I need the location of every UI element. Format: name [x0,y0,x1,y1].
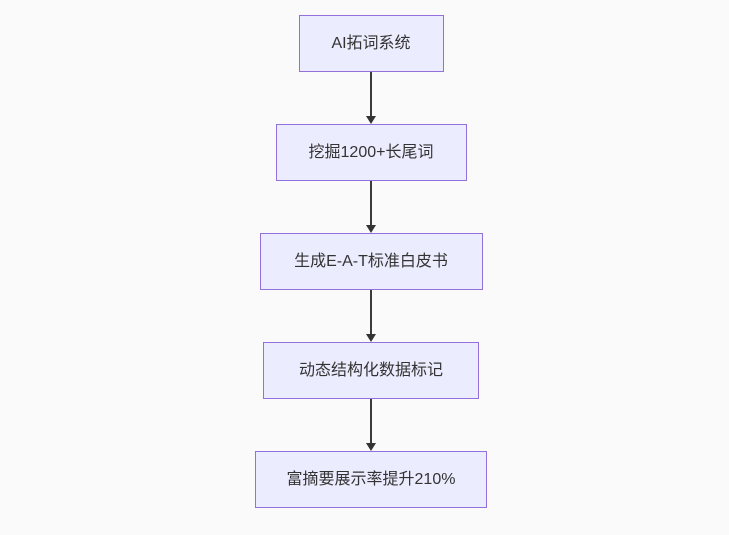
arrow-down-icon [366,181,376,233]
flow-node-label: AI拓词系统 [331,34,411,52]
flowchart-column: AI拓词系统 挖掘1200+长尾词 生成E-A-T标准白皮书 动态结构化数据标记 [255,15,487,508]
flow-node-label: 动态结构化数据标记 [298,361,443,379]
flow-node-longtail-mining: 挖掘1200+长尾词 [275,124,467,181]
arrow-line [370,290,372,334]
flow-node-structured-data-markup: 动态结构化数据标记 [263,342,479,399]
flow-node-label: 挖掘1200+长尾词 [308,143,434,161]
flow-node-label: 生成E-A-T标准白皮书 [294,252,448,270]
flow-node-label: 富摘要展示率提升210% [286,470,456,488]
arrow-line [370,72,372,116]
arrow-down-icon [366,72,376,124]
flow-node-eat-whitepaper: 生成E-A-T标准白皮书 [259,233,483,290]
arrow-down-icon [366,290,376,342]
arrow-down-icon [366,399,376,451]
arrowhead-icon [366,116,376,124]
arrowhead-icon [366,443,376,451]
arrow-line [370,399,372,443]
flow-node-ai-keyword-system: AI拓词系统 [298,15,444,72]
flow-node-rich-snippet-result: 富摘要展示率提升210% [255,451,487,508]
arrowhead-icon [366,334,376,342]
arrowhead-icon [366,225,376,233]
arrow-line [370,181,372,225]
